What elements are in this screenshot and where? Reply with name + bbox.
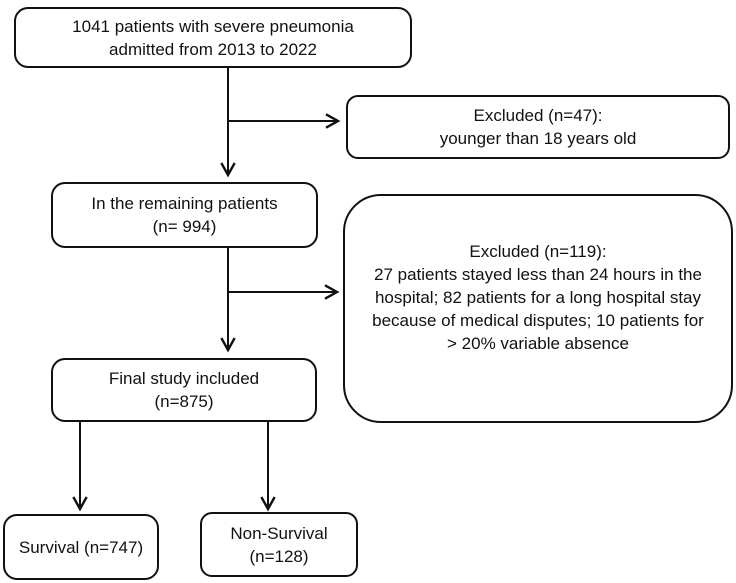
box-final-line-1: Final study included — [108, 369, 260, 388]
box-non-survival: Non-Survival (n=128) — [200, 512, 358, 577]
box-non-survival-line-2: (n=128) — [249, 546, 309, 566]
box-excluded-reasons-line-1: Excluded (n=119): — [469, 242, 607, 261]
box-excluded-reasons: Excluded (n=119): 27 patients stayed les… — [343, 194, 733, 423]
box-enrolled-line-2: admitted from 2013 to 2022 — [109, 39, 317, 59]
box-survival-line-1: Survival (n=747) — [18, 537, 144, 557]
box-remaining-patients: In the remaining patients (n= 994) — [51, 182, 318, 248]
box-remaining-line-1: In the remaining patients — [91, 194, 278, 213]
box-enrolled-patients: 1041 patients with severe pneumonia admi… — [14, 7, 412, 68]
box-enrolled-line-1: 1041 patients with severe pneumonia — [72, 16, 354, 36]
box-excluded-age-line-2: younger than 18 years old — [439, 129, 637, 148]
box-excluded-reasons-line-5: > 20% variable absence — [447, 334, 629, 353]
box-excluded-age: Excluded (n=47): younger than 18 years o… — [346, 95, 730, 159]
box-non-survival-line-1: Non-Survival — [230, 523, 328, 543]
box-excluded-age-line-1: Excluded (n=47): — [473, 106, 603, 125]
box-remaining-line-2: (n= 994) — [152, 217, 217, 236]
box-final-study: Final study included (n=875) — [51, 358, 317, 422]
box-survival: Survival (n=747) — [3, 514, 159, 580]
box-excluded-reasons-line-3: hospital; 82 patients for a long hospita… — [374, 288, 702, 307]
box-final-line-2: (n=875) — [154, 392, 214, 411]
box-excluded-reasons-line-4: because of medical disputes; 10 patients… — [372, 311, 704, 330]
box-excluded-reasons-line-2: 27 patients stayed less than 24 hours in… — [374, 265, 702, 284]
